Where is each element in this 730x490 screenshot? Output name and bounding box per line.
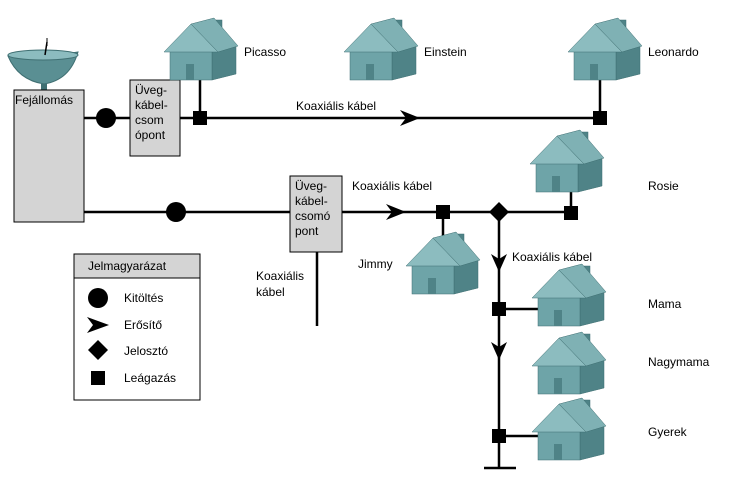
legend-title: Jelmagyarázat — [88, 259, 167, 273]
house-label-picasso: Picasso — [244, 45, 286, 59]
amplifier-arrow-icon — [491, 342, 507, 360]
splitter-diamond-icon — [489, 202, 509, 222]
coax-label-middle: Koaxiális kábel — [352, 179, 432, 193]
fiber-node-mid-line-4: pont — [295, 224, 319, 238]
tap-square-icon — [436, 205, 450, 219]
coax-label-top: Koaxiális kábel — [296, 99, 376, 113]
fill-circle-icon — [96, 108, 116, 128]
house-label-nagymama: Nagymama — [648, 355, 710, 369]
legend: Jelmagyarázat Kitöltés Erősítő Jelosztó … — [73, 253, 201, 401]
fill-circle-icon — [88, 288, 108, 308]
tap-square-icon — [193, 111, 207, 125]
coax-label-down-line-2: kábel — [256, 285, 285, 299]
fiber-node-top-line-3: csom — [135, 113, 164, 127]
house-label-jimmy: Jimmy — [358, 257, 393, 271]
tap-square-icon — [564, 206, 578, 220]
amplifier-arrow-icon — [87, 317, 109, 333]
headend-label: Fejállomás — [15, 93, 73, 107]
house-icon — [163, 17, 239, 81]
headend-box: Fejállomás — [13, 89, 85, 223]
house-icon — [531, 263, 607, 327]
house-icon — [531, 331, 607, 395]
house-label-mama: Mama — [648, 297, 682, 311]
house-label-einstein: Einstein — [424, 45, 467, 59]
legend-item-splitter: Jelosztó — [124, 344, 168, 358]
tap-square-icon — [492, 302, 506, 316]
fiber-node-mid-line-3: csomó — [295, 209, 331, 223]
tap-square-icon — [593, 111, 607, 125]
legend-item-amplifier: Erősítő — [124, 318, 162, 332]
amplifier-arrow-icon — [400, 110, 420, 126]
house-label-rosie: Rosie — [648, 179, 679, 193]
house-icon — [531, 397, 607, 461]
satellite-dish-icon — [7, 38, 79, 92]
house-icon — [567, 17, 643, 81]
amplifier-arrow-icon — [386, 204, 406, 220]
tap-square-icon — [91, 371, 105, 385]
fiber-node-top-line-1: Üveg- — [135, 83, 167, 97]
splitter-diamond-icon — [88, 340, 108, 360]
fiber-node-top-line-2: kábel- — [135, 98, 168, 112]
legend-item-fill: Kitöltés — [124, 291, 163, 305]
fiber-node-top: Üveg- kábel- csom ópont — [129, 79, 181, 157]
fill-circle-icon — [166, 202, 186, 222]
house-label-leonardo: Leonardo — [648, 45, 699, 59]
coax-label-right: Koaxiális kábel — [512, 250, 592, 264]
legend-item-tap: Leágazás — [124, 371, 176, 385]
house-icon — [529, 129, 605, 193]
house-label-gyerek: Gyerek — [648, 425, 688, 439]
tap-square-icon — [492, 429, 506, 443]
coax-label-down-line-1: Koaxiális — [256, 269, 304, 283]
house-icon — [343, 17, 419, 81]
fiber-node-top-line-4: ópont — [135, 128, 166, 142]
fiber-node-middle: Üveg- kábel- csomó pont — [289, 175, 343, 253]
house-icon — [405, 231, 481, 295]
fiber-node-mid-line-1: Üveg- — [295, 179, 327, 193]
amplifier-arrow-icon — [491, 254, 507, 272]
fiber-node-mid-line-2: kábel- — [295, 194, 328, 208]
